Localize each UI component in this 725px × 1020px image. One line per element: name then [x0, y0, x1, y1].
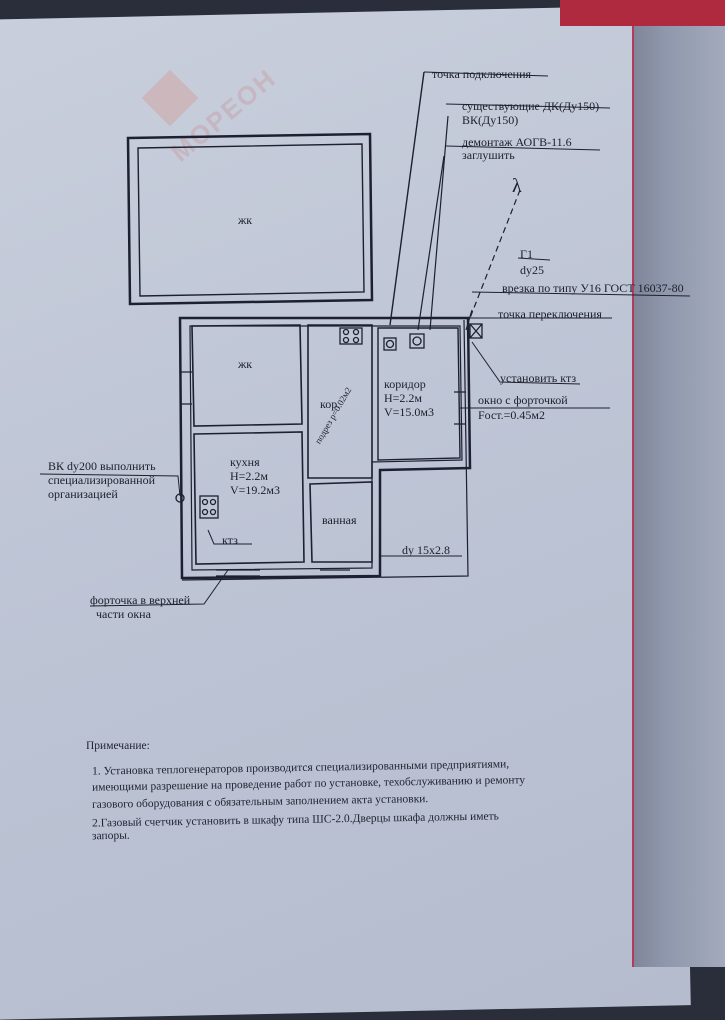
label-sushch-dk: существующие ДК(Ду150) — [462, 99, 600, 113]
leader-tochka — [423, 71, 549, 77]
room-zhk1: жк — [238, 213, 253, 227]
pipe-dk — [429, 115, 449, 331]
leader-dk — [445, 103, 611, 109]
leader-g1 — [517, 257, 551, 261]
label-vk-dy200: ВК dy200 выполнить — [48, 459, 156, 473]
leader-aogv — [445, 145, 601, 151]
label-tochka-perekl: точка переключения — [498, 307, 602, 321]
wall-kor — [307, 324, 373, 479]
leader-ktz-kitchen — [207, 529, 252, 545]
label-tochka-podkl: точка подключения — [432, 67, 532, 81]
label-lambda: λ — [512, 175, 522, 197]
label-spec-org1: специализированной — [48, 473, 156, 487]
kitchen-stove-icon — [199, 495, 219, 519]
label-vk: ВК(Ду150) — [462, 113, 519, 127]
pipe-vrezka — [465, 309, 473, 331]
room-vannaya: ванная — [322, 513, 357, 527]
wall-zhk1-inner — [137, 143, 365, 297]
label-okno: окно с форточкой — [478, 393, 568, 407]
pipe-g1 — [469, 189, 521, 319]
label-zaglushit: заглушить — [462, 148, 515, 162]
label-spec-org2: организацией — [48, 487, 118, 501]
pipe-connection — [389, 71, 425, 326]
floor-plan — [39, 71, 691, 607]
room-koridor-v: V=15.0м3 — [384, 405, 435, 419]
pipe-aogv — [417, 155, 445, 331]
leader-vk200 — [39, 473, 181, 497]
label-fost: Fост.=0.45м2 — [478, 408, 546, 422]
label-g1: Г1 — [520, 247, 533, 261]
room-zhk2: жк — [238, 357, 253, 371]
leader-vrezka — [471, 291, 691, 297]
valve-icon — [469, 323, 483, 339]
room-kuhnya-h: H=2.2м — [230, 469, 269, 483]
wall-corridor — [377, 327, 461, 461]
vent-icon — [175, 493, 185, 503]
wall-zhk2 — [191, 324, 303, 427]
room-koridor-name: коридор — [384, 377, 426, 391]
label-ktz: ктз — [222, 533, 238, 547]
label-dy25: dy25 — [520, 263, 544, 277]
wall-lower-outer — [178, 316, 472, 580]
stove-icon — [339, 327, 363, 345]
boiler-icon — [383, 337, 397, 351]
folder-edge — [632, 0, 725, 967]
notes-heading: Примечание: — [86, 740, 150, 752]
leader-fortochka — [89, 569, 229, 607]
label-fortochka1: форточка в верхней — [90, 593, 191, 607]
room-kor: кор. — [320, 397, 341, 411]
wall-kitchen — [193, 431, 305, 565]
notes-line5: запоры. — [91, 829, 130, 843]
label-fortochka2: части окна — [96, 607, 151, 621]
pipe-outer-run — [181, 319, 469, 581]
red-corner — [560, 0, 725, 26]
meter-icon — [409, 333, 425, 349]
wall-zhk1 — [126, 132, 374, 306]
label-vrezka: врезка по типу У16 ГОСТ 16037-80 — [502, 281, 684, 295]
room-koridor-h: H=2.2м — [384, 391, 423, 405]
label-dy15: dy 15x2.8 — [402, 543, 450, 557]
label-demontazh: демонтаж АОГВ-11.6 — [462, 135, 572, 149]
wall-bathroom — [309, 481, 373, 563]
label-ustanovit-ktz: установить ктз — [500, 371, 577, 385]
leader-ktz — [471, 341, 581, 385]
room-kuhnya-v: V=19.2м3 — [230, 483, 281, 497]
room-kuhnya-name: кухня — [230, 455, 260, 469]
